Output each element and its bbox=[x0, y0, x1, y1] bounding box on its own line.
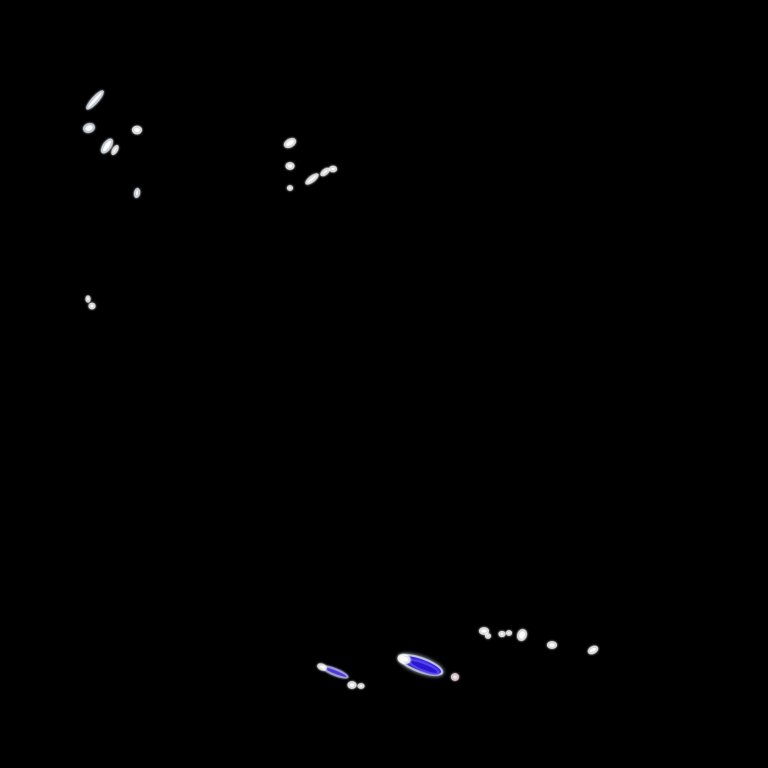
feature-mark bbox=[133, 187, 141, 199]
feature-core bbox=[508, 632, 510, 634]
feature-core bbox=[289, 187, 291, 189]
feature-core bbox=[322, 169, 328, 175]
feature-core bbox=[500, 633, 504, 635]
feature-core bbox=[331, 167, 335, 171]
feature-core bbox=[590, 647, 596, 653]
feature-core bbox=[103, 140, 111, 152]
feature-mark bbox=[587, 645, 599, 655]
feature-core bbox=[399, 656, 409, 662]
feature-mark bbox=[498, 630, 506, 638]
feature-mark bbox=[317, 663, 327, 671]
feature-mark bbox=[285, 162, 295, 170]
feature-core bbox=[359, 685, 363, 687]
feature-core bbox=[85, 125, 93, 131]
feature-mark bbox=[83, 122, 95, 134]
feature-core bbox=[88, 92, 102, 108]
feature-core bbox=[349, 683, 355, 687]
feature-mark bbox=[516, 629, 528, 641]
feature-mark bbox=[546, 641, 558, 649]
feature-core bbox=[487, 635, 489, 637]
feature-mark bbox=[85, 295, 91, 303]
feature-core bbox=[113, 147, 117, 153]
feature-mark bbox=[320, 167, 330, 177]
feature-mark bbox=[408, 659, 440, 675]
feature-core bbox=[319, 665, 325, 669]
feature-core bbox=[307, 175, 317, 183]
feature-core bbox=[134, 127, 140, 133]
feature-mark bbox=[305, 173, 319, 185]
feature-core bbox=[481, 629, 487, 633]
feature-mark bbox=[286, 185, 294, 191]
feature-core bbox=[87, 297, 89, 301]
feature-mark bbox=[321, 665, 349, 679]
feature-mark bbox=[88, 302, 96, 310]
feature-mark bbox=[131, 125, 143, 135]
feature-mark bbox=[100, 138, 114, 154]
feature-mark bbox=[111, 144, 119, 156]
feature-layer bbox=[83, 90, 599, 689]
feature-core bbox=[323, 667, 347, 677]
feature-mark bbox=[505, 630, 513, 636]
feature-mark bbox=[86, 90, 104, 110]
feature-core bbox=[410, 661, 438, 673]
feature-core bbox=[287, 164, 293, 168]
feature-mark bbox=[397, 653, 411, 665]
feature-mark bbox=[357, 683, 365, 689]
feature-core bbox=[453, 675, 457, 679]
feature-core bbox=[286, 140, 294, 146]
feature-mark bbox=[283, 137, 297, 149]
feature-mark bbox=[484, 633, 492, 639]
feature-mark bbox=[478, 627, 490, 635]
feature-mark bbox=[347, 681, 357, 689]
feature-core bbox=[519, 631, 525, 639]
feature-core bbox=[549, 643, 555, 647]
feature-core bbox=[136, 190, 138, 196]
feature-mark bbox=[450, 673, 460, 681]
feature-core bbox=[90, 304, 94, 308]
feature-mark bbox=[328, 165, 338, 173]
